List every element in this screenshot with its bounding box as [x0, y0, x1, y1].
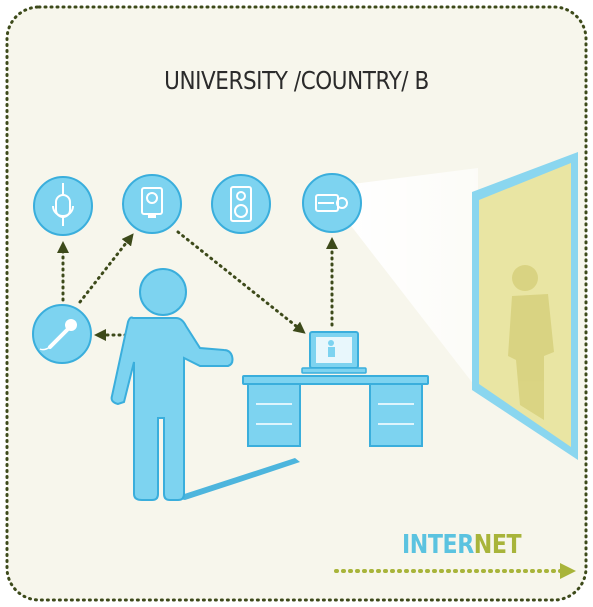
ceiling-microphone-icon [33, 176, 93, 236]
presenter-figure [110, 268, 234, 501]
arrow-camera-to-laptop [176, 230, 306, 334]
speaker-icon [211, 174, 271, 234]
arrow-mic-to-camera [78, 233, 134, 304]
internet-label-part1: INTER [402, 530, 474, 560]
projector-icon [302, 173, 362, 233]
projection-beam [345, 168, 478, 390]
room-title: UNIVERSITY /COUNTRY/ B [164, 66, 429, 95]
desk-icon [242, 375, 429, 447]
internet-label: INTERNET [402, 530, 522, 560]
presenter-shadow [172, 458, 300, 500]
laptop-icon [301, 331, 367, 374]
internet-label-part2: NET [473, 530, 522, 560]
projection-screen [472, 152, 578, 460]
camera-icon [122, 174, 182, 234]
handheld-microphone-icon [32, 304, 92, 364]
internet-cable [330, 400, 576, 579]
